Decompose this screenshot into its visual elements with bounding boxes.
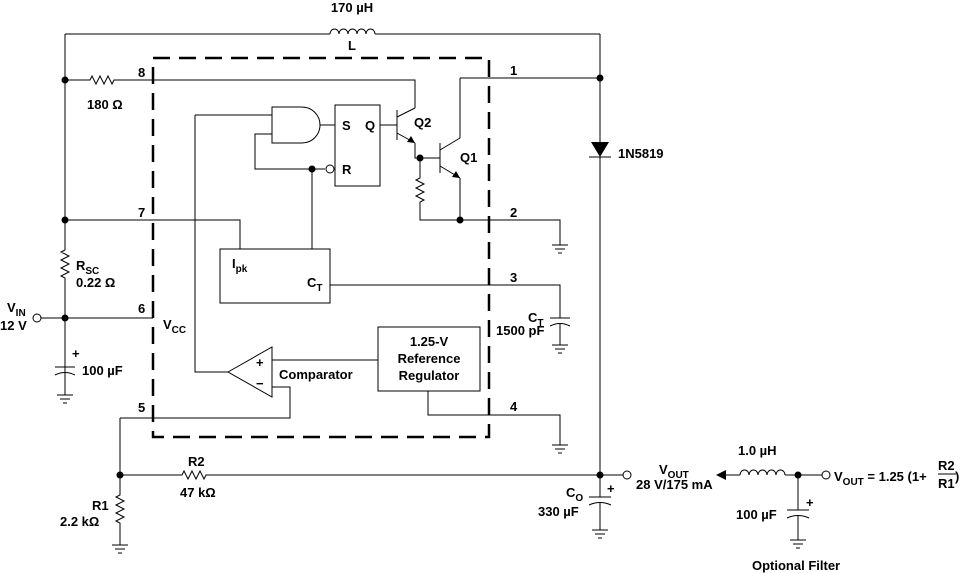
flipflop-q: Q	[365, 118, 375, 133]
comparator-minus: −	[256, 376, 264, 391]
filter-inductor-value: 1.0 µH	[738, 443, 777, 458]
vout-label: VOUT	[659, 462, 689, 481]
reference-regulator-block	[377, 326, 481, 392]
formula-numerator: R2	[938, 458, 955, 473]
cap-input-value: 100 µF	[82, 363, 123, 378]
pin-7-label: 7	[138, 205, 145, 220]
vin-value: 12 V	[0, 318, 27, 333]
r2-value: 47 kΩ	[180, 485, 216, 500]
pin-1-label: 1	[510, 63, 517, 78]
vout-value: 28 V/175 mA	[636, 477, 713, 492]
transistor-q2	[380, 107, 416, 144]
rsc-ref: RSC	[76, 258, 99, 277]
inductor-value: 170 µH	[331, 0, 373, 15]
output-formula: VOUT = 1.25 (1+ R2 R1 )	[834, 458, 959, 491]
flipflop-r: R	[342, 162, 352, 177]
wire-pin4	[427, 391, 561, 445]
wire-pin2	[460, 219, 561, 245]
pin-3-label: 3	[510, 270, 517, 285]
r1-ref: R1	[92, 498, 109, 513]
wire-pin8-collector	[153, 79, 416, 108]
ic-outline	[151, 56, 491, 439]
pin-2-label: 2	[510, 205, 517, 220]
pin-8-label: 8	[138, 65, 145, 80]
ipk-label: Ipk	[232, 256, 248, 275]
rsc-value: 0.22 Ω	[76, 275, 115, 290]
resistor-base	[414, 158, 460, 221]
vin-terminal	[32, 313, 42, 323]
vin-label: VIN	[7, 300, 26, 319]
flipflop-r-bubble	[325, 164, 335, 174]
pin-4-label: 4	[510, 399, 518, 414]
junction-dot	[61, 314, 69, 322]
q2-ref: Q2	[414, 115, 431, 130]
comparator-opamp	[226, 346, 273, 398]
comparator-plus: +	[256, 355, 264, 370]
vout-terminal	[622, 470, 632, 480]
formula-close: )	[955, 469, 959, 484]
ground-icon	[552, 444, 568, 454]
inductor-170uh	[65, 28, 600, 35]
junction-dot	[61, 76, 69, 84]
and-gate	[271, 106, 321, 144]
ct-label: CT	[307, 275, 323, 294]
reference-line2: Reference	[398, 351, 461, 366]
formula-denominator: R1	[938, 476, 955, 491]
wire-pin3	[330, 284, 561, 318]
pin-6-label: 6	[138, 301, 145, 316]
junction-dot	[61, 216, 69, 224]
vcc-label: VCC	[163, 317, 186, 336]
capacitor-ct	[549, 317, 571, 354]
ct-cap-ref: CT	[528, 310, 544, 329]
transistor-q1	[425, 137, 461, 179]
filter-inductor	[716, 469, 822, 480]
filter-cap-value: 100 µF	[736, 507, 777, 522]
r2-ref: R2	[188, 454, 205, 469]
resistor-r1	[112, 475, 128, 554]
co-polarity: +	[607, 481, 615, 496]
co-ref: CO	[566, 485, 583, 504]
resistor-180-value: 180 Ω	[87, 97, 123, 112]
ipk-oscillator-block	[219, 248, 331, 304]
filter-title: Optional Filter	[752, 558, 840, 573]
comparator-label: Comparator	[279, 367, 353, 382]
q1-ref: Q1	[460, 150, 477, 165]
filter-out-terminal	[821, 470, 831, 480]
pin-5-label: 5	[138, 400, 145, 415]
wire-comparator-minus	[120, 386, 291, 419]
diode-1n5819	[589, 142, 611, 475]
filter-cap-polarity: +	[806, 495, 814, 510]
r1-value: 2.2 kΩ	[60, 514, 99, 529]
reference-line3: Regulator	[399, 368, 460, 383]
sr-flipflop	[334, 104, 381, 187]
flipflop-s: S	[342, 118, 351, 133]
wire-comparator-out	[194, 115, 228, 373]
filter-capacitor	[786, 475, 810, 549]
inductor-ref: L	[348, 38, 356, 53]
co-value: 330 µF	[538, 504, 579, 519]
resistor-180	[65, 74, 153, 86]
capacitor-co	[588, 475, 612, 539]
wire-gate-in2	[254, 133, 325, 170]
resistor-rsc	[59, 249, 71, 285]
wire-pin7	[65, 219, 241, 249]
svg-text:VOUT = 1.25 (1+: VOUT = 1.25 (1+	[834, 469, 927, 488]
resistor-r2	[120, 469, 600, 481]
diode-ref: 1N5819	[618, 146, 664, 161]
ground-icon	[552, 244, 568, 254]
reference-line1: 1.25-V	[410, 334, 449, 349]
cap-input-polarity: +	[72, 346, 80, 361]
ct-cap-value: 1500 pF	[496, 323, 544, 338]
capacitor-input	[54, 366, 76, 404]
